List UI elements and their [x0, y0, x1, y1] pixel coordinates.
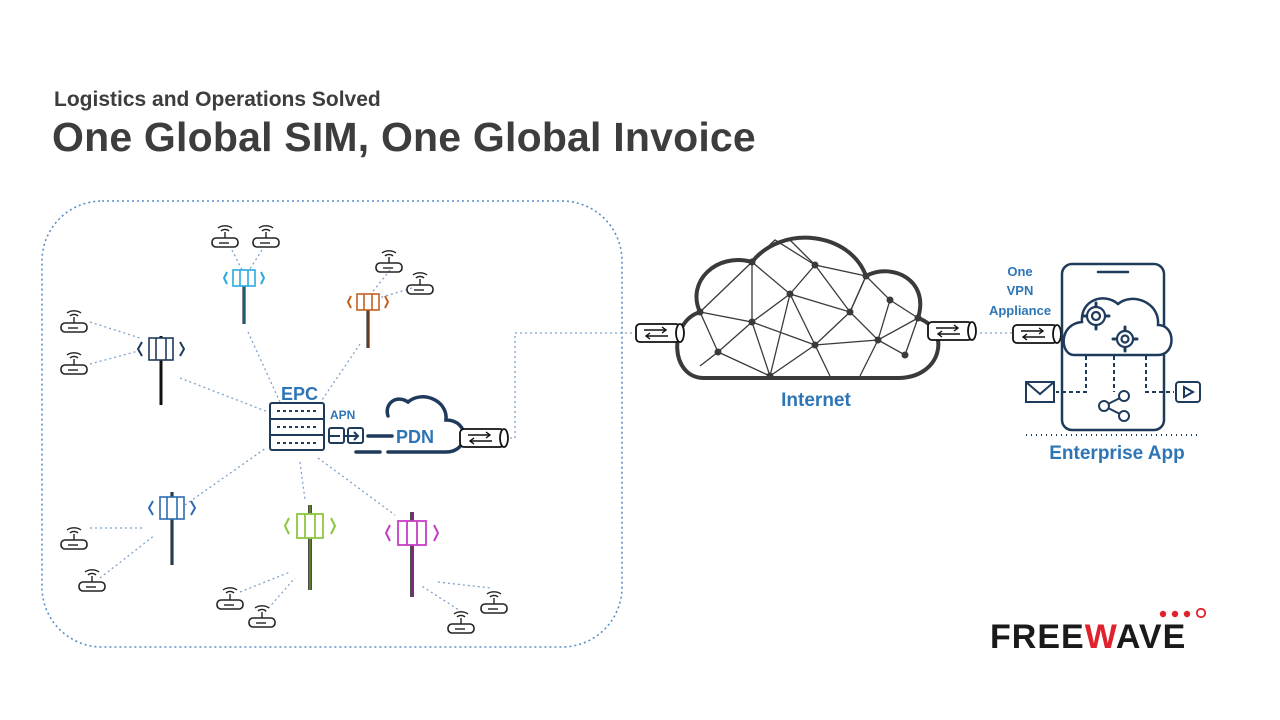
tower-blue	[147, 492, 197, 565]
network-boundary	[41, 200, 623, 648]
epc-server-icon	[269, 402, 325, 451]
apn-connector-icon	[328, 427, 364, 444]
internet-cloud-icon	[675, 235, 941, 380]
vpn-label-line-2: VPN	[1007, 283, 1034, 298]
epc-label: EPC	[281, 384, 318, 404]
enterprise-app-icon	[1025, 262, 1201, 436]
enterprise-app-label: Enterprise App	[1049, 443, 1185, 464]
vpn-label-line-1: One	[1007, 264, 1032, 279]
freewave-logo: FREEWAVE	[990, 607, 1207, 656]
page-subtitle: Logistics and Operations Solved	[54, 88, 381, 111]
pdn-pipe-icon	[459, 428, 509, 448]
freewave-logo-text: FREEWAVE	[990, 618, 1186, 656]
tower-cyan	[222, 269, 266, 324]
page-title: One Global SIM, One Global Invoice	[52, 114, 756, 160]
tower-green	[283, 505, 337, 590]
internet-label: Internet	[781, 390, 851, 411]
vpn-appliance-pipe-icon	[1012, 324, 1062, 344]
vpn-label-line-3: Appliance	[989, 303, 1051, 318]
pdn-label: PDN	[396, 427, 434, 447]
tower-orange	[346, 293, 390, 348]
apn-label: APN	[330, 408, 355, 422]
tower-magenta	[384, 512, 440, 597]
internet-pipe-right-icon	[927, 321, 977, 341]
tower-navy	[136, 336, 186, 405]
internet-pipe-left-icon	[635, 323, 685, 343]
